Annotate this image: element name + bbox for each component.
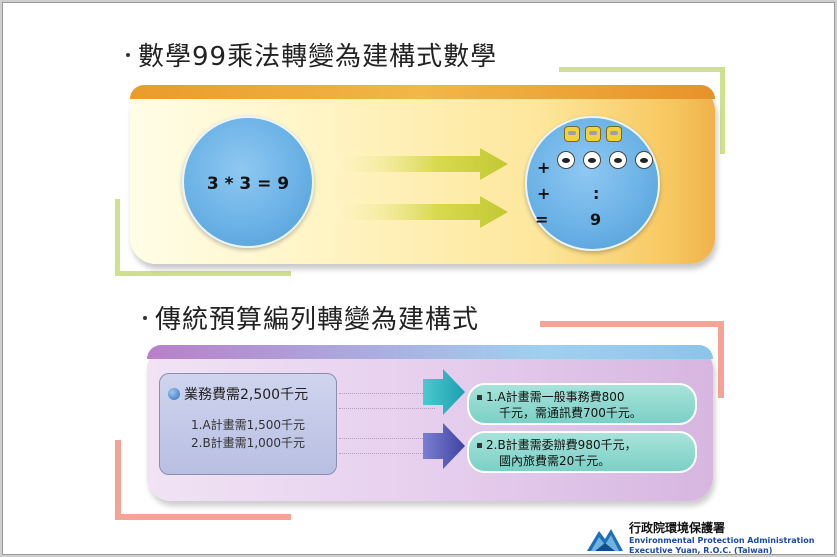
- dotted-line: [339, 438, 435, 439]
- equals-sign: =: [535, 210, 549, 229]
- arrow-right-icon: [423, 369, 465, 415]
- square-bullet-icon: [477, 395, 482, 400]
- item-a-line1: 1.A計畫需一般事務費800: [486, 390, 625, 404]
- bullet-icon: [168, 388, 180, 400]
- item-b-line2: 國內旅費需20千元。: [499, 454, 611, 468]
- bullet-dot: [143, 315, 147, 320]
- snoopy-icon: [635, 151, 653, 169]
- decor-bar: [720, 67, 725, 154]
- construct-circle: + + : = 9: [525, 116, 660, 251]
- decor-bar: [115, 199, 120, 276]
- constructed-item-a: 1.A計畫需一般事務費800 千元，需通訊費700千元。: [467, 383, 697, 425]
- logo-zh: 行政院環境保護署: [629, 521, 726, 535]
- arrow-right-icon: [330, 196, 508, 228]
- logo-en-1: Environmental Protection Administration: [629, 536, 815, 545]
- dotted-line: [339, 453, 435, 454]
- snoopy-icon: [583, 151, 601, 169]
- budget-line-a: 1.A計畫需1,500千元: [191, 418, 306, 432]
- bullet-dot: [126, 52, 130, 57]
- constructed-item-b: 2.B計畫需委辦費980千元， 國內旅費需20千元。: [467, 431, 697, 473]
- minion-icon: [585, 126, 601, 142]
- section2-heading: 傳統預算編列轉變為建構式: [143, 299, 479, 336]
- decor-bar: [718, 321, 724, 398]
- equation-circle: 3 * 3 = 9: [182, 116, 314, 248]
- snoopy-icon: [557, 151, 575, 169]
- result-value: 9: [590, 210, 602, 229]
- decor-bar: [115, 271, 291, 276]
- math-panel: 3 * 3 = 9: [130, 85, 715, 264]
- minion-icon: [606, 126, 622, 142]
- decor-bar: [115, 514, 291, 520]
- logo-en-2: Executive Yuan, R.O.C. (Taiwan): [629, 546, 773, 555]
- minion-icons: [564, 126, 622, 142]
- epa-logo: 行政院環境保護署 Environmental Protection Admini…: [585, 519, 815, 555]
- budget-total: 業務費需2,500千元: [168, 384, 308, 404]
- plus-sign: +: [537, 184, 551, 203]
- traditional-budget-box: 業務費需2,500千元 1.A計畫需1,500千元 2.B計畫需1,000千元: [159, 373, 337, 475]
- arrow-right-icon: [330, 148, 508, 180]
- budget-total-text: 業務費需2,500千元: [184, 387, 309, 403]
- item-b-line1: 2.B計畫需委辦費980千元，: [486, 438, 637, 452]
- section1-heading: 數學99乘法轉變為建構式數學: [126, 36, 497, 73]
- epa-logo-icon: [587, 528, 623, 551]
- plus-sign: +: [537, 158, 551, 177]
- section1-heading-text: 數學99乘法轉變為建構式數學: [138, 42, 498, 72]
- budget-panel: 業務費需2,500千元 1.A計畫需1,500千元 2.B計畫需1,000千元 …: [147, 345, 713, 501]
- decor-bar: [115, 440, 121, 520]
- square-bullet-icon: [477, 443, 482, 448]
- decor-bar: [559, 67, 725, 72]
- decor-bar: [540, 321, 724, 327]
- item-a-line2: 千元，需通訊費700千元。: [499, 406, 642, 420]
- section2-heading-text: 傳統預算編列轉變為建構式: [155, 305, 480, 335]
- logo-text: 行政院環境保護署 Environmental Protection Admini…: [629, 519, 815, 555]
- snoopy-icon: [609, 151, 627, 169]
- minion-icon: [564, 126, 580, 142]
- vertical-dots: :: [593, 184, 600, 203]
- budget-line-b: 2.B計畫需1,000千元: [191, 436, 306, 450]
- snoopy-icons: [557, 151, 653, 169]
- arrow-right-icon: [423, 423, 465, 469]
- dotted-line: [339, 393, 435, 394]
- equation-text: 3 * 3 = 9: [206, 174, 290, 194]
- dotted-line: [339, 408, 435, 409]
